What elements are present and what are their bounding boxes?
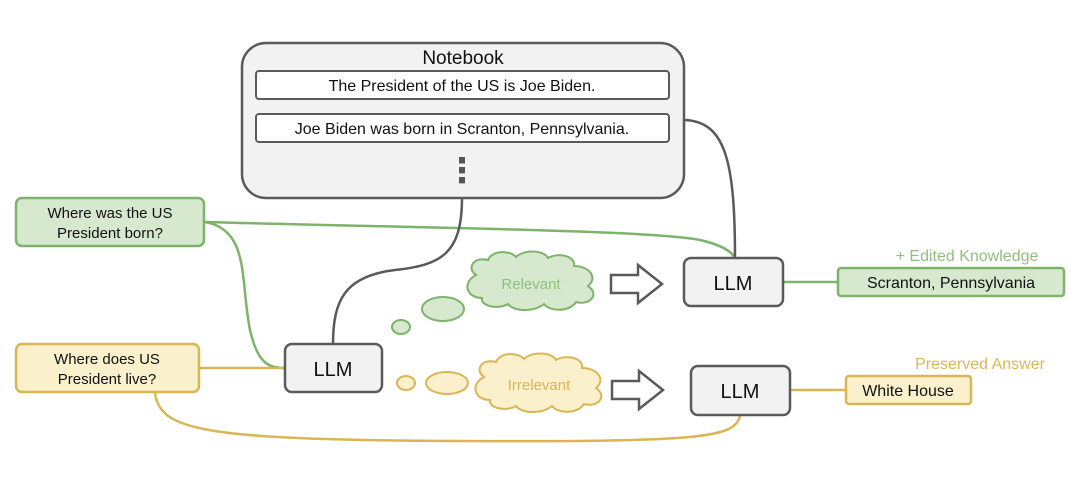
- arrow-irrelevant: [610, 368, 666, 412]
- question-irrelevant: Where does US President live?: [14, 342, 201, 394]
- thought-cloud-irrelevant: [474, 352, 603, 413]
- llm-top-label: LLM: [714, 273, 753, 295]
- question-relevant-line-1: Where was the US: [47, 205, 172, 222]
- llm-top: LLM: [682, 256, 785, 308]
- edited-answer-text: Scranton, Pennsylvania: [867, 275, 1035, 292]
- thought-dot-small-green: [391, 319, 411, 335]
- llm-bottom-box: [689, 364, 792, 417]
- question-relevant: Where was the US President born?: [14, 196, 206, 248]
- notebook-ellipsis: ⋮: [445, 152, 479, 190]
- edited-knowledge-caption: + Edited Knowledge: [896, 248, 1039, 265]
- thought-label-relevant: Relevant: [501, 276, 561, 293]
- arrow-relevant: [609, 262, 665, 306]
- edited-answer-box: [836, 266, 1066, 298]
- thought-dot-large-green: [421, 296, 465, 322]
- connector-notebook-to-top-llm: [684, 118, 737, 259]
- thought-dot-large-yellow: [425, 371, 469, 395]
- preserved-answer-text: White House: [862, 383, 954, 400]
- preserved-answer: White House: [844, 374, 973, 406]
- notebook-fact-2: Joe Biden was born in Scranton, Pennsylv…: [295, 121, 629, 138]
- thought-relevant: Relevant: [391, 250, 595, 335]
- llm-bottom-label: LLM: [721, 381, 760, 403]
- llm-bottom: LLM: [689, 364, 792, 417]
- llm-center: LLM: [283, 342, 384, 394]
- connector-notebook-to-center-llm: [331, 197, 464, 345]
- thought-cloud-relevant: [466, 250, 595, 311]
- question-relevant-box: [14, 196, 206, 248]
- thought-dot-small-yellow: [396, 375, 416, 391]
- llm-center-box: [283, 342, 384, 394]
- question-irrelevant-box: [14, 342, 201, 394]
- connector-q2-to-bottom-llm: [153, 392, 742, 443]
- notebook-title: Notebook: [422, 48, 504, 69]
- llm-center-label: LLM: [314, 359, 353, 381]
- question-irrelevant-line-1: Where does US: [54, 351, 160, 368]
- connector-q1-to-center-llm: [204, 220, 286, 370]
- thought-irrelevant: Irrelevant: [396, 352, 603, 413]
- question-relevant-line-2: President born?: [57, 225, 163, 242]
- question-irrelevant-line-2: President live?: [58, 371, 156, 388]
- connector-q1-to-top-llm: [204, 220, 737, 259]
- preserved-answer-box: [844, 374, 973, 406]
- notebook: Notebook The President of the US is Joe …: [240, 41, 686, 200]
- notebook-fact-box-2: [255, 113, 670, 143]
- notebook-fact-1: The President of the US is Joe Biden.: [329, 78, 596, 95]
- notebook-fact-box-1: [255, 70, 670, 100]
- llm-top-box: [682, 256, 785, 308]
- preserved-answer-caption: Preserved Answer: [915, 356, 1046, 373]
- edited-answer: Scranton, Pennsylvania: [836, 266, 1066, 298]
- thought-label-irrelevant: Irrelevant: [508, 377, 571, 394]
